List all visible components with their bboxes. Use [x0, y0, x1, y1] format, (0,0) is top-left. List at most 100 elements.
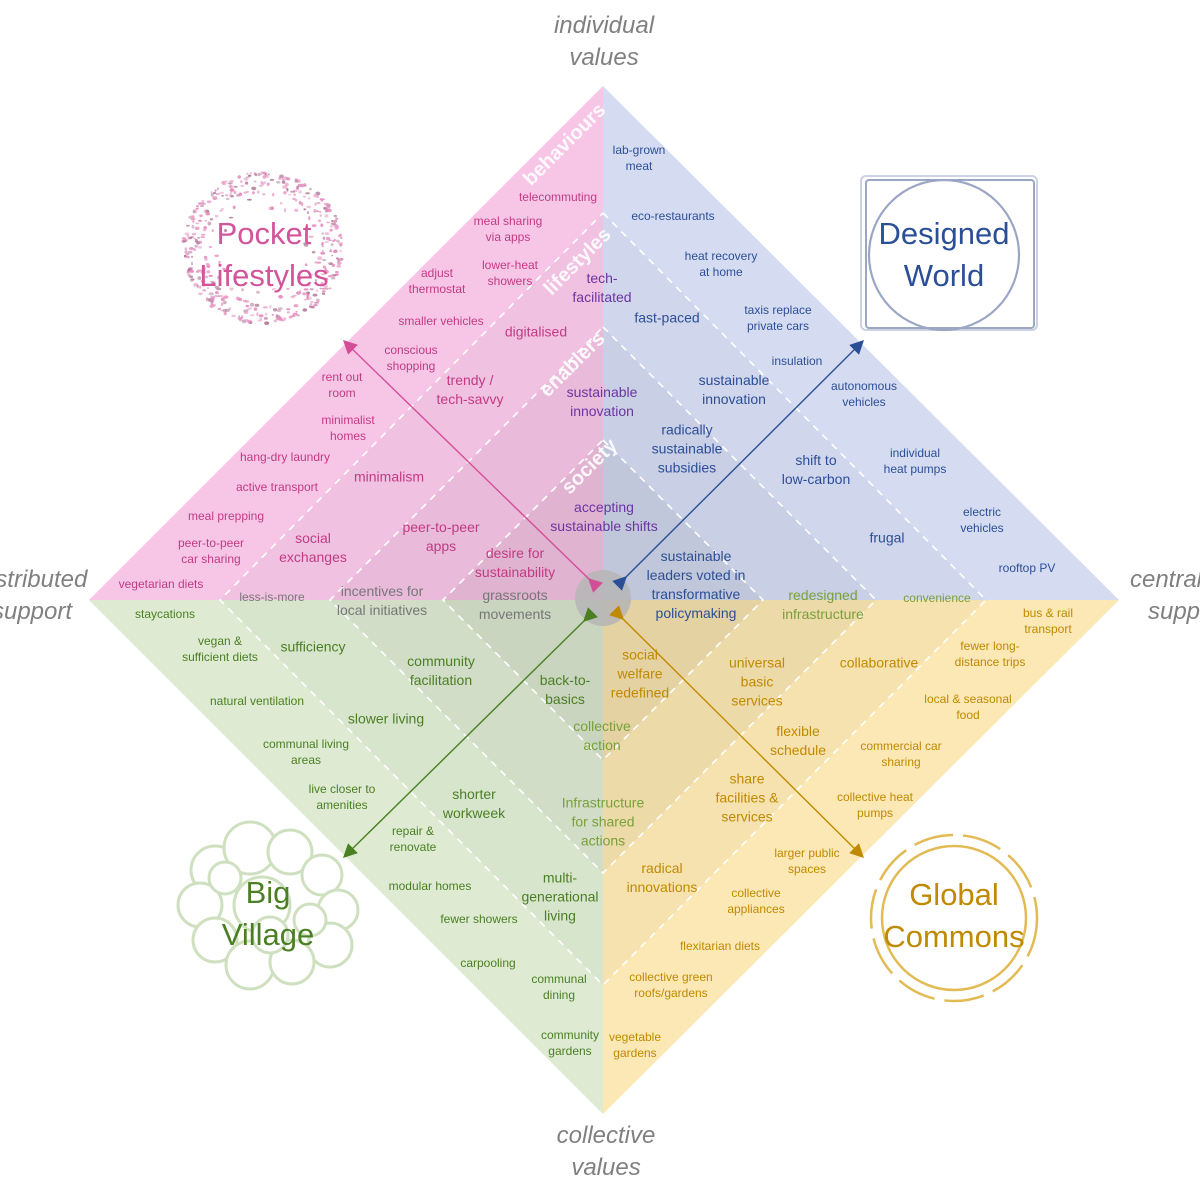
quadrant-title-commons: Global Commons — [874, 874, 1034, 958]
global-commons-rings-icon — [869, 833, 1039, 1003]
dot-mark — [195, 207, 199, 210]
quadrant-title-designed: Designed World — [864, 213, 1024, 297]
dot-mark — [337, 259, 340, 263]
dot-mark — [195, 270, 200, 273]
dot-mark — [260, 181, 264, 184]
dot-mark — [293, 304, 299, 308]
dot-mark — [188, 247, 194, 250]
dot-mark — [300, 202, 304, 207]
dot-mark — [314, 202, 317, 206]
dot-mark — [198, 219, 203, 222]
dot-mark — [187, 250, 193, 254]
dot-mark — [323, 284, 328, 289]
dot-mark — [313, 209, 317, 213]
quadrant-title-pocket: Pocket Lifestyles — [184, 213, 344, 297]
label-convenience: convenience — [903, 591, 971, 605]
dot-mark — [249, 302, 255, 307]
arrow-pocket — [342, 340, 603, 593]
dot-mark — [308, 216, 311, 221]
label-carpooling: carpooling — [460, 956, 516, 970]
dot-mark — [330, 222, 336, 226]
dot-mark — [246, 308, 250, 311]
dot-mark — [309, 303, 313, 306]
dot-mark — [267, 173, 270, 176]
dot-mark — [190, 215, 195, 219]
dot-mark — [193, 248, 196, 251]
dot-mark — [339, 250, 342, 252]
dot-mark — [331, 219, 334, 223]
dot-mark — [249, 171, 252, 175]
axis-top-line1: individual — [553, 12, 655, 39]
dot-mark — [333, 238, 336, 242]
dot-mark — [208, 274, 213, 278]
dot-mark — [331, 254, 334, 257]
dot-mark — [298, 190, 302, 194]
dot-mark — [271, 288, 274, 291]
dot-mark — [214, 254, 220, 258]
dot-mark — [313, 194, 317, 198]
dot-mark — [333, 219, 338, 223]
bubble-mark — [250, 915, 290, 955]
dot-mark — [210, 301, 214, 305]
dot-mark — [316, 210, 319, 213]
bubble-mark — [266, 828, 314, 876]
dot-mark — [241, 315, 244, 320]
label-fewer-long-distance: fewer long-distance trips — [954, 639, 1026, 669]
label-meal-prepping: meal prepping — [187, 509, 265, 523]
dot-mark — [219, 209, 223, 212]
dot-mark — [195, 222, 200, 225]
dot-mark — [262, 306, 268, 309]
dot-mark — [322, 236, 326, 240]
dot-mark — [308, 273, 314, 276]
dot-mark — [204, 258, 208, 261]
dot-mark — [313, 301, 319, 304]
dot-mark — [264, 321, 270, 326]
dot-mark — [229, 180, 234, 183]
dot-mark — [283, 191, 287, 195]
dot-mark — [303, 242, 309, 246]
dot-mark — [339, 236, 343, 240]
dot-mark — [322, 265, 326, 269]
dot-mark — [237, 175, 241, 179]
dot-mark — [211, 281, 216, 286]
dot-mark — [254, 303, 260, 307]
dot-mark — [205, 212, 211, 216]
dot-mark — [214, 214, 219, 218]
dot-mark — [324, 214, 329, 218]
dot-mark — [232, 205, 236, 210]
dot-mark — [243, 177, 249, 181]
dot-mark — [296, 291, 301, 295]
dot-mark — [196, 241, 200, 245]
dot-mark — [257, 172, 261, 177]
dot-mark — [306, 211, 310, 215]
dot-mark — [210, 298, 215, 302]
dot-mark — [194, 244, 198, 248]
dot-mark — [225, 198, 230, 200]
dot-mark — [200, 205, 205, 207]
dot-mark — [272, 192, 275, 197]
dot-mark — [314, 279, 318, 282]
dot-mark — [294, 179, 299, 183]
dot-mark — [337, 241, 341, 245]
label-staycations: staycations — [134, 607, 196, 621]
dot-mark — [338, 234, 342, 237]
dot-mark — [228, 216, 234, 219]
dot-mark — [250, 314, 255, 317]
dot-mark — [280, 201, 283, 205]
dot-mark — [198, 285, 202, 289]
dot-mark — [212, 196, 218, 200]
dot-mark — [219, 191, 224, 194]
dot-mark — [335, 239, 340, 243]
